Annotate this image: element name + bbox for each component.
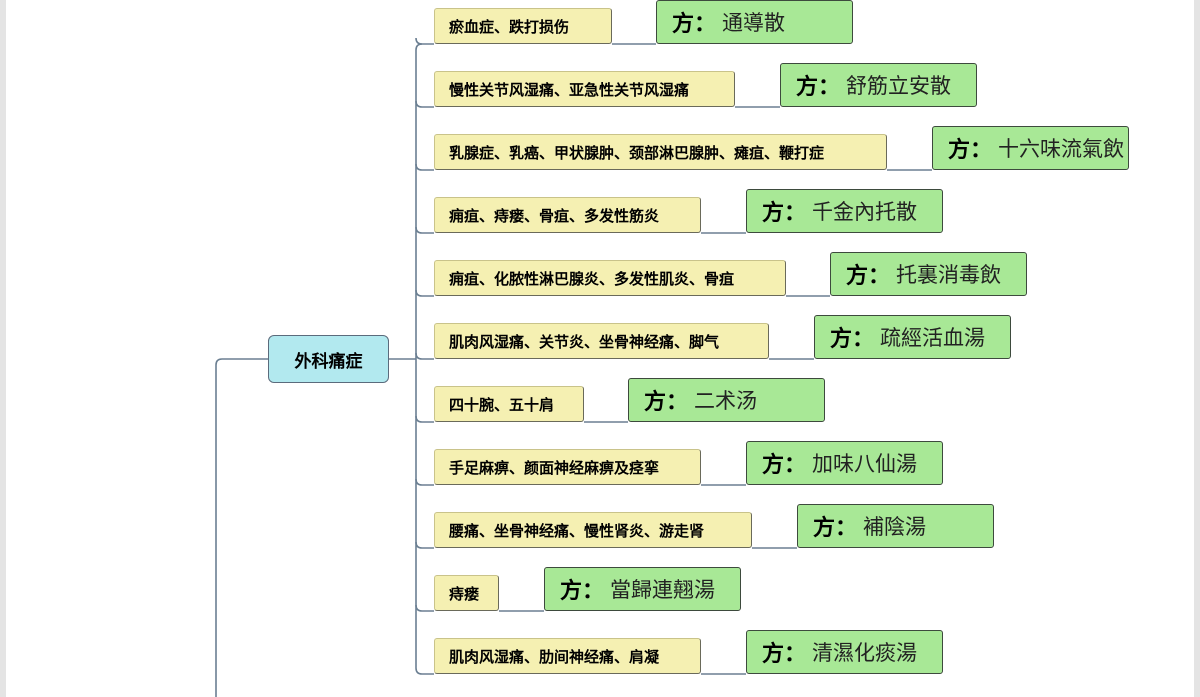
formula-node[interactable]: 方：加味八仙湯 [746, 441, 943, 485]
formula-prefix-label: 方： [560, 579, 605, 604]
branch-connector [415, 415, 434, 423]
formula-prefix-label: 方： [644, 390, 689, 415]
formula-prefix-label: 方： [846, 264, 891, 289]
condition-node[interactable]: 瘀血症、跌打损伤 [434, 8, 612, 44]
formula-node[interactable]: 方：當歸連翹湯 [544, 567, 741, 611]
condition-label: 腰痛、坐骨神经痛、慢性肾炎、游走肾 [449, 521, 705, 540]
condition-node[interactable]: 四十腕、五十肩 [434, 386, 584, 422]
formula-node[interactable]: 方：托裏消毒飲 [830, 252, 1027, 296]
branch-connector [415, 100, 434, 108]
condition-node[interactable]: 腰痛、坐骨神经痛、慢性肾炎、游走肾 [434, 512, 752, 548]
formula-node[interactable]: 方：舒筋立安散 [780, 63, 977, 107]
formula-node[interactable]: 方：十六味流氣飲 [932, 126, 1129, 170]
root-topic[interactable]: 外科痛症 [268, 335, 389, 383]
condition-label: 手足麻痹、颜面神经麻痹及痉挛 [449, 458, 660, 477]
formula-prefix-label: 方： [948, 138, 993, 163]
formula-prefix-label: 方： [813, 516, 858, 541]
formula-name: 二术汤 [694, 389, 758, 413]
condition-node[interactable]: 痈疽、痔瘘、骨疽、多发性筋炎 [434, 197, 701, 233]
formula-name: 補陰湯 [863, 515, 927, 539]
condition-label: 痔瘘 [449, 584, 480, 603]
formula-prefix-label: 方： [830, 327, 875, 352]
formula-name: 通導散 [722, 11, 786, 35]
formula-node[interactable]: 方：補陰湯 [797, 504, 994, 548]
condition-node[interactable]: 乳腺症、乳癌、甲状腺肿、颈部淋巴腺肿、瘫疽、鞭打症 [434, 134, 887, 170]
condition-label: 肌肉风湿痛、关节炎、坐骨神经痛、脚气 [449, 332, 720, 351]
formula-prefix-label: 方： [796, 75, 841, 100]
formula-prefix-label: 方： [762, 453, 807, 478]
branch-connector [415, 289, 434, 297]
branch-connector [415, 541, 434, 549]
connector-lines [215, 37, 932, 697]
condition-label: 乳腺症、乳癌、甲状腺肿、颈部淋巴腺肿、瘫疽、鞭打症 [449, 143, 825, 162]
formula-name: 加味八仙湯 [812, 452, 918, 476]
formula-name: 疏經活血湯 [880, 326, 986, 350]
mindmap-canvas: 外科痛症 瘀血症、跌打损伤方：通導散慢性关节风湿痛、亚急性关节风湿痛方：舒筋立安… [6, 0, 1194, 697]
branch-connector [415, 352, 434, 360]
condition-label: 肌肉风湿痛、肋间神经痛、肩凝 [449, 647, 660, 666]
formula-name: 千金內托散 [812, 200, 918, 224]
condition-label: 慢性关节风湿痛、亚急性关节风湿痛 [449, 80, 690, 99]
formula-node[interactable]: 方：清濕化痰湯 [746, 630, 943, 674]
branch-connector [415, 667, 434, 675]
condition-label: 四十腕、五十肩 [449, 395, 555, 414]
condition-label: 痈疽、痔瘘、骨疽、多发性筋炎 [449, 206, 660, 225]
condition-label: 瘀血症、跌打损伤 [449, 17, 570, 36]
formula-name: 清濕化痰湯 [812, 641, 918, 665]
condition-label: 痈疽、化脓性淋巴腺炎、多发性肌炎、骨疽 [449, 269, 735, 288]
formula-prefix-label: 方： [762, 642, 807, 667]
condition-node[interactable]: 慢性关节风湿痛、亚急性关节风湿痛 [434, 71, 735, 107]
formula-node[interactable]: 方：通導散 [656, 0, 853, 44]
condition-node[interactable]: 痈疽、化脓性淋巴腺炎、多发性肌炎、骨疽 [434, 260, 786, 296]
formula-prefix-label: 方： [762, 201, 807, 226]
condition-node[interactable]: 手足麻痹、颜面神经麻痹及痉挛 [434, 449, 701, 485]
trunk-line [415, 43, 423, 668]
formula-name: 托裏消毒飲 [896, 263, 1002, 287]
formula-node[interactable]: 方：二术汤 [628, 378, 825, 422]
branch-connector [415, 37, 434, 45]
formula-prefix-label: 方： [672, 12, 717, 37]
branch-connector [415, 604, 434, 612]
formula-name: 舒筋立安散 [846, 74, 952, 98]
formula-name: 十六味流氣飲 [998, 137, 1125, 161]
condition-node[interactable]: 肌肉风湿痛、关节炎、坐骨神经痛、脚气 [434, 323, 769, 359]
branch-connector [415, 163, 434, 171]
formula-node[interactable]: 方：千金內托散 [746, 189, 943, 233]
condition-node[interactable]: 肌肉风湿痛、肋间神经痛、肩凝 [434, 638, 701, 674]
branch-connector [415, 226, 434, 234]
branch-connector [415, 478, 434, 486]
formula-node[interactable]: 方：疏經活血湯 [814, 315, 1011, 359]
formula-name: 當歸連翹湯 [610, 578, 716, 602]
root-parent-connector [215, 358, 268, 697]
root-topic-label: 外科痛症 [294, 351, 363, 372]
condition-node[interactable]: 痔瘘 [434, 575, 499, 611]
